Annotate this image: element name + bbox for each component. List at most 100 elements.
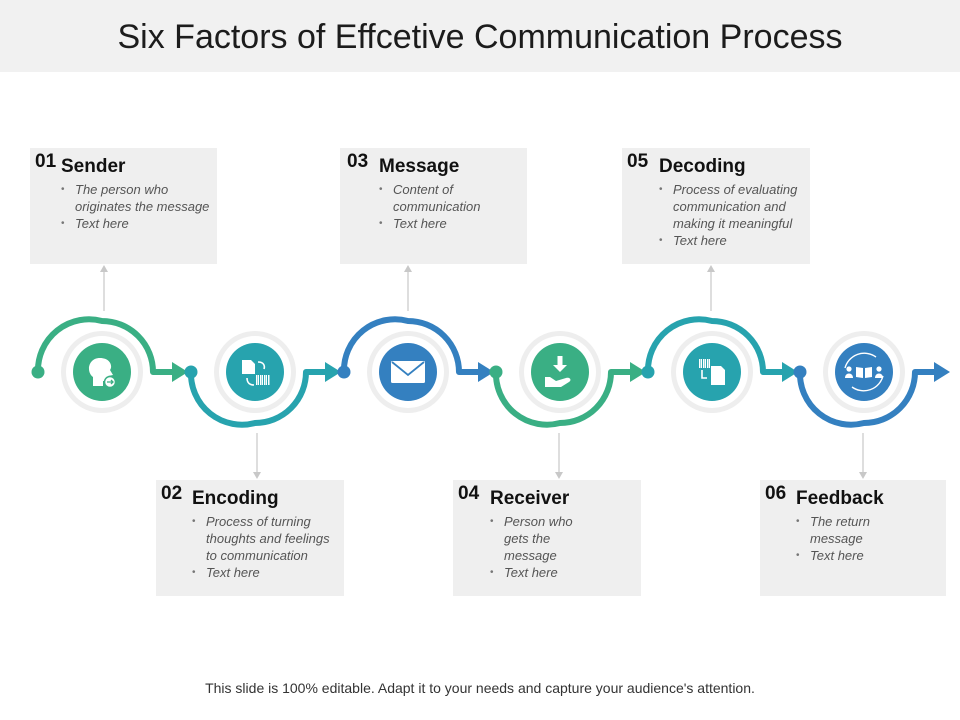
step-name: Encoding (192, 488, 279, 509)
bar (268, 375, 270, 385)
elbow-arrow (701, 370, 707, 379)
flow-arc (644, 316, 766, 375)
bullet-item: Text here (659, 232, 809, 249)
bar (258, 375, 259, 385)
arrow-stem (557, 356, 563, 366)
person-head-icon (88, 358, 117, 389)
step-node-01 (31, 316, 188, 413)
bullet-list: Person who gets the message Text here (490, 513, 600, 581)
card-sender: 01 Sender The person who originates the … (30, 148, 217, 264)
flow-arrowhead (934, 362, 950, 382)
book-shape (856, 367, 872, 378)
card-encoding: 02 Encoding Process of turning thoughts … (156, 480, 344, 596)
connector-arrowhead (707, 265, 715, 272)
flow-arrowhead (325, 362, 341, 382)
person-body (875, 373, 883, 378)
cycle-arc (851, 375, 884, 392)
icon-circle (835, 343, 893, 401)
envelope-body (391, 361, 425, 383)
flow-arc (187, 369, 309, 428)
hand-shape (545, 377, 571, 387)
flow-arc (34, 316, 156, 375)
step-name: Message (379, 156, 460, 177)
document-barcode-icon (242, 360, 270, 386)
bullet-list: Process of turning thoughts and feelings… (192, 513, 340, 581)
bullet-list: The return message Text here (796, 513, 916, 564)
cycle-arc (844, 352, 877, 369)
step-node-04 (489, 331, 646, 428)
flow-arrowhead (478, 362, 494, 382)
envelope-flap (391, 361, 425, 377)
bullet-list: Process of evaluating communication and … (659, 181, 809, 249)
step-number: 05 (627, 151, 649, 172)
footer-note: This slide is 100% editable. Adapt it to… (205, 680, 755, 696)
connector-arrowhead (404, 265, 412, 272)
bar (262, 375, 263, 385)
bullet-list: The person who originates the message Te… (61, 181, 211, 232)
person-head (876, 366, 882, 372)
step-number: 04 (458, 483, 480, 504)
bullet-item: The return message (796, 513, 916, 547)
bullet-item: Text here (796, 547, 916, 564)
flow-arc (796, 369, 918, 428)
card-feedback: 06 Feedback The return message Text here (760, 480, 946, 596)
card-decoding: 05 Decoding Process of evaluating commun… (622, 148, 810, 264)
bar (707, 359, 709, 368)
bar (264, 375, 266, 385)
bullet-item: Text here (490, 564, 600, 581)
bullet-item: Text here (379, 215, 519, 232)
flow-arrowhead (782, 362, 798, 382)
bar (701, 359, 702, 368)
step-name: Decoding (659, 156, 746, 177)
connector-arrowhead (100, 265, 108, 272)
step-number: 03 (347, 151, 369, 172)
bar (260, 375, 262, 385)
people-book-icon (844, 352, 884, 392)
barcode-document-icon (699, 359, 725, 385)
hand-receive-icon (545, 356, 571, 387)
person-head (846, 366, 852, 372)
step-node-02 (184, 331, 341, 428)
step-number: 06 (765, 483, 787, 504)
bar (266, 375, 267, 385)
arrow-head (553, 365, 567, 372)
bullet-list: Content of communication Text here (379, 181, 519, 232)
step-node-03 (337, 316, 494, 413)
bullet-item: Content of communication (379, 181, 519, 215)
doc-shape (711, 366, 725, 385)
bar (256, 375, 258, 385)
bullet-item: Process of evaluating communication and … (659, 181, 809, 232)
flow-arrowhead (172, 362, 188, 382)
title-bar (0, 0, 960, 72)
step-node-05 (641, 316, 798, 413)
bullet-item: The person who originates the message (61, 181, 211, 215)
step-name: Receiver (490, 488, 570, 509)
curve-arrow (257, 361, 266, 370)
curve-arrow (246, 377, 255, 386)
connector-arrowhead (555, 472, 563, 479)
step-name: Feedback (796, 488, 884, 509)
step-name: Sender (61, 156, 126, 177)
card-message: 03 Message Content of communication Text… (340, 148, 527, 264)
step-number: 02 (161, 483, 183, 504)
connector-arrowhead (253, 472, 261, 479)
flow-arc (492, 369, 614, 428)
bar (705, 359, 706, 368)
step-node-06 (793, 331, 950, 428)
card-receiver: 04 Receiver Person who gets the message … (453, 480, 641, 596)
bullet-item: Person who gets the message (490, 513, 600, 564)
slide-title: Six Factors of Effcetive Communication P… (117, 18, 843, 56)
bar (699, 359, 701, 368)
step-number: 01 (35, 151, 57, 172)
bullet-item: Process of turning thoughts and feelings… (192, 513, 340, 564)
arrow-mark (107, 379, 114, 385)
connector-arrowhead (859, 472, 867, 479)
envelope-icon (391, 361, 425, 383)
bar (703, 359, 705, 368)
bullet-item: Text here (192, 564, 340, 581)
flow-arc (340, 316, 462, 375)
person-body (845, 373, 853, 378)
bar (709, 359, 710, 368)
bullet-item: Text here (61, 215, 211, 232)
